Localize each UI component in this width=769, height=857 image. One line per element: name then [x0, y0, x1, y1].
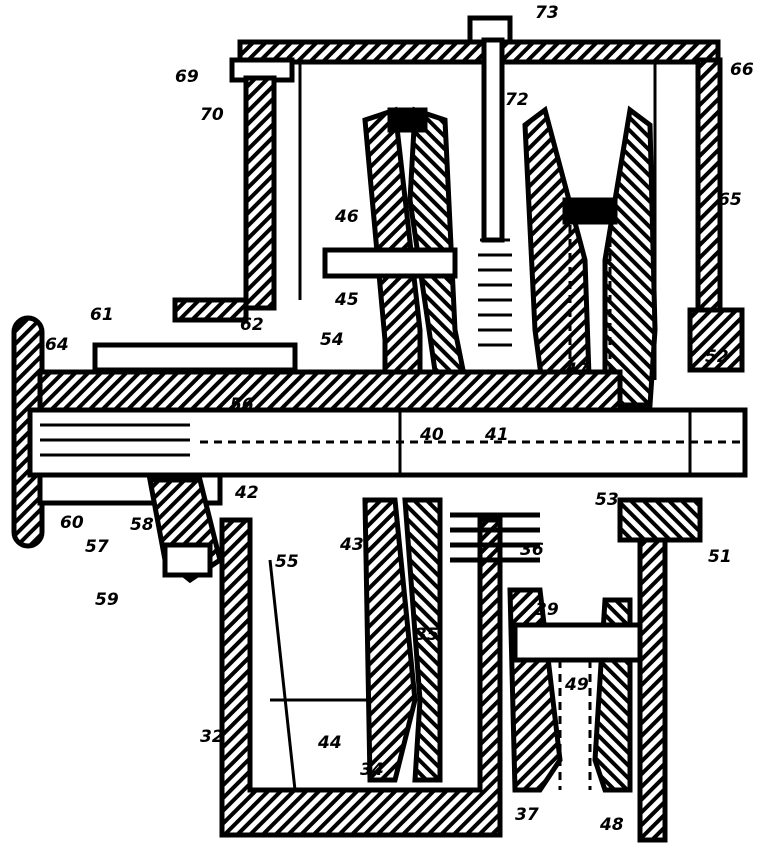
reference-numeral-47: 47 [564, 360, 589, 380]
lower-shifter-block [515, 625, 640, 660]
reference-numeral-41: 41 [484, 425, 509, 445]
reference-numeral-58: 58 [130, 515, 154, 535]
reference-numeral-42: 42 [234, 483, 259, 503]
vertical-rod [470, 18, 512, 345]
reference-numeral-43: 43 [339, 535, 364, 555]
reference-numeral-34: 34 [360, 760, 384, 780]
reference-numeral-46: 46 [334, 207, 359, 227]
reference-numeral-37: 37 [515, 805, 539, 825]
reference-numeral-55: 55 [275, 552, 299, 572]
reference-numeral-48: 48 [599, 815, 624, 835]
reference-numeral-61: 61 [90, 305, 114, 325]
reference-numeral-65: 65 [718, 190, 742, 210]
reference-numeral-69: 69 [175, 67, 199, 87]
reference-numeral-40: 40 [419, 425, 444, 445]
reference-numeral-62: 62 [240, 315, 264, 335]
reference-numeral-52: 52 [705, 347, 729, 367]
reference-numeral-51: 51 [708, 547, 732, 567]
shifter-block [325, 250, 455, 276]
reference-numeral-53: 53 [595, 490, 619, 510]
reference-numeral-44: 44 [317, 733, 342, 753]
reference-numeral-72: 72 [505, 90, 529, 110]
reference-numeral-66: 66 [730, 60, 754, 80]
reference-numeral-64: 64 [45, 335, 69, 355]
upper-right-sheave [525, 110, 655, 405]
reference-numeral-49: 49 [564, 675, 589, 695]
reference-numeral-59: 59 [95, 590, 119, 610]
reference-numeral-39: 39 [535, 600, 559, 620]
reference-numeral-57: 57 [85, 537, 109, 557]
reference-numeral-36: 36 [520, 540, 544, 560]
reference-numeral-73: 73 [535, 3, 559, 23]
main-shaft [30, 410, 745, 475]
reference-numeral-54: 54 [320, 330, 344, 350]
reference-numeral-70: 70 [200, 105, 224, 125]
reference-numeral-45: 45 [334, 290, 359, 310]
reference-numeral-56: 56 [230, 395, 254, 415]
reference-numeral-60: 60 [60, 513, 84, 533]
reference-numeral-32: 32 [200, 727, 224, 747]
reference-numeral-35: 35 [415, 625, 439, 645]
